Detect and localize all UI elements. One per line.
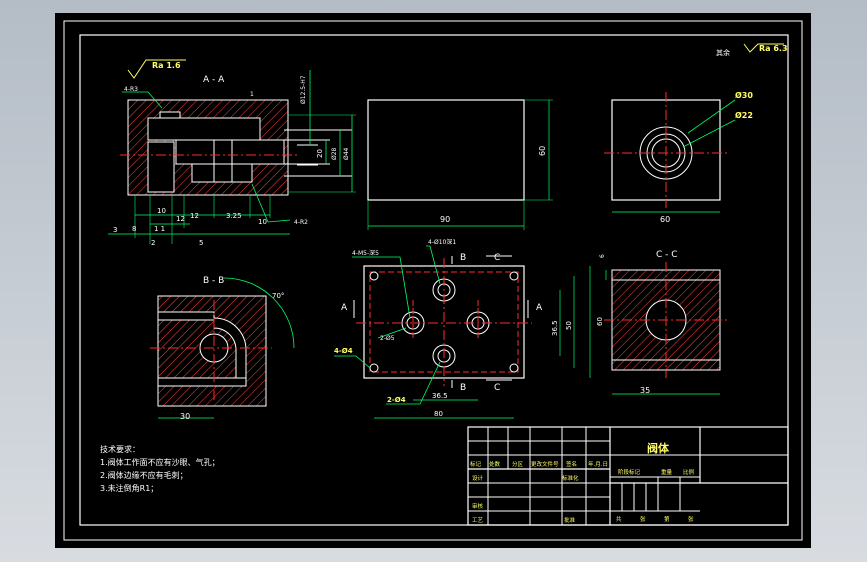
svg-text:C: C <box>494 383 500 393</box>
svg-text:张: 张 <box>688 515 694 523</box>
side-view: Ø30 Ø22 60 其余 Ra 6.3 <box>604 43 788 224</box>
svg-text:2-Ø4: 2-Ø4 <box>387 396 406 404</box>
svg-text:Ø12.5-H7: Ø12.5-H7 <box>300 75 307 104</box>
svg-text:36.5: 36.5 <box>432 392 448 400</box>
svg-text:比例: 比例 <box>683 468 695 476</box>
svg-text:1 1: 1 1 <box>154 225 165 233</box>
svg-text:2: 2 <box>151 239 155 247</box>
notes-line-2: 2.阀体边缘不应有毛刺； <box>100 470 188 480</box>
svg-text:Ø44: Ø44 <box>343 147 350 160</box>
svg-text:标准化: 标准化 <box>562 474 579 482</box>
outer-frame <box>63 20 803 541</box>
svg-text:80: 80 <box>434 410 443 418</box>
front-view: 90 60 <box>367 99 553 230</box>
svg-text:70°: 70° <box>272 292 284 300</box>
svg-text:8: 8 <box>132 225 136 233</box>
svg-text:3: 3 <box>113 226 117 234</box>
svg-text:4-R2: 4-R2 <box>294 219 308 226</box>
section-aa-view: A - A Ø12.5-H7 20 Ø28 <box>108 59 356 247</box>
svg-text:4-Ø4: 4-Ø4 <box>334 347 353 355</box>
svg-text:6: 6 <box>599 254 606 258</box>
svg-text:重量: 重量 <box>661 468 673 476</box>
svg-text:处数: 处数 <box>489 460 501 468</box>
svg-text:2-Ø5: 2-Ø5 <box>380 335 395 342</box>
svg-text:C - C: C - C <box>656 250 678 260</box>
svg-text:标记: 标记 <box>470 460 482 468</box>
svg-text:设计: 设计 <box>472 474 484 482</box>
svg-text:其余: 其余 <box>716 48 730 57</box>
svg-text:分区: 分区 <box>512 460 524 468</box>
svg-text:12: 12 <box>176 215 185 223</box>
svg-text:C: C <box>494 253 500 263</box>
svg-text:5: 5 <box>199 239 203 247</box>
svg-text:1: 1 <box>250 91 254 98</box>
svg-text:12: 12 <box>190 212 199 220</box>
roughness-symbol: Ra 1.6 <box>152 61 181 70</box>
svg-text:更改文件号: 更改文件号 <box>531 460 559 468</box>
svg-text:10: 10 <box>258 218 267 226</box>
svg-text:B: B <box>460 383 466 393</box>
svg-text:B: B <box>460 253 466 263</box>
svg-text:60: 60 <box>660 215 670 224</box>
notes-line-3: 3.未注倒角R1； <box>100 483 158 493</box>
svg-text:阶段标记: 阶段标记 <box>618 468 641 476</box>
top-view: 4-M5-深5 4-Ø10深1 2-Ø5 4-Ø4 2-Ø4 36.5 80 3… <box>334 238 604 419</box>
svg-text:3.25: 3.25 <box>226 212 242 220</box>
technical-notes: 技术要求： 1.阀体工作面不应有沙眼、气孔； 2.阀体边缘不应有毛刺； 3.未注… <box>100 444 220 493</box>
section-aa-label: A - A <box>203 75 225 85</box>
notes-line-1: 1.阀体工作面不应有沙眼、气孔； <box>100 457 220 467</box>
svg-text:年.月.日: 年.月.日 <box>588 460 608 468</box>
svg-text:B - B: B - B <box>203 276 224 286</box>
svg-text:Ø22: Ø22 <box>735 110 753 120</box>
svg-text:10: 10 <box>157 207 166 215</box>
svg-text:工艺: 工艺 <box>472 517 484 524</box>
svg-text:Ø30: Ø30 <box>735 90 753 100</box>
part-name: 阀体 <box>647 441 670 455</box>
svg-text:60: 60 <box>596 317 604 326</box>
section-cc-view: C - C 6 35 <box>599 250 728 395</box>
svg-text:35: 35 <box>640 386 650 395</box>
svg-text:Ø28: Ø28 <box>331 147 338 160</box>
title-block: 阀体 标记 处数 分区 更改文件号 签名 年.月.日 设计 标准化 审核 工艺 … <box>467 426 789 526</box>
svg-text:20: 20 <box>316 149 324 158</box>
svg-text:4-Ø10深1: 4-Ø10深1 <box>428 238 456 246</box>
svg-text:Ra 6.3: Ra 6.3 <box>759 44 788 53</box>
svg-text:A: A <box>341 303 348 313</box>
svg-text:审核: 审核 <box>472 502 484 510</box>
svg-text:批准: 批准 <box>564 516 576 524</box>
notes-heading: 技术要求： <box>100 444 140 454</box>
svg-text:30: 30 <box>180 412 190 421</box>
inner-frame <box>79 34 789 526</box>
svg-text:60: 60 <box>538 146 547 156</box>
svg-text:50: 50 <box>565 321 573 330</box>
svg-text:A: A <box>536 303 543 313</box>
svg-text:4-M5-深5: 4-M5-深5 <box>352 249 379 257</box>
svg-text:36.5: 36.5 <box>551 320 559 336</box>
svg-text:张: 张 <box>640 515 646 523</box>
section-bb-view: B - B 70° 30 <box>150 276 295 421</box>
svg-text:4-R3: 4-R3 <box>124 86 138 93</box>
svg-text:签名: 签名 <box>566 460 577 468</box>
svg-text:共: 共 <box>616 515 622 523</box>
svg-text:第: 第 <box>664 515 670 523</box>
svg-text:90: 90 <box>440 215 450 224</box>
